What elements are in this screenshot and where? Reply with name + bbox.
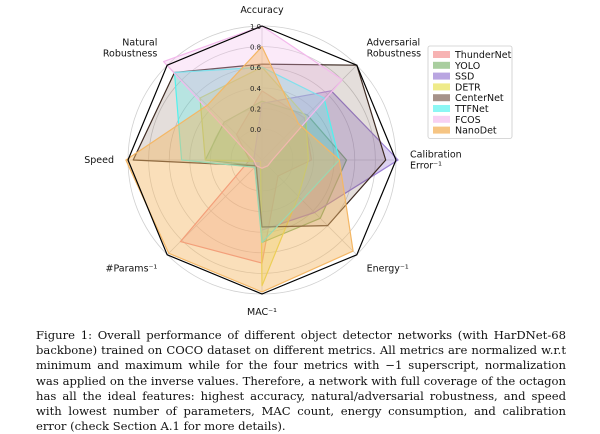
legend-label: SSD [455,72,474,83]
legend-swatch [433,51,450,58]
series-layer [125,25,399,293]
legend-label: DETR [455,82,481,93]
legend-box [427,45,513,139]
figure-caption: Figure 1: Overall performance of differe… [36,328,566,434]
octagon-frame [127,25,397,295]
legend-swatch [433,115,450,123]
legend-swatch [433,105,450,112]
tick-label: 0.0 [250,126,261,134]
legend-swatch [433,94,450,102]
outer-octagon [127,25,397,295]
axis-label: Accuracy [240,5,284,16]
series-centernet [132,63,387,228]
legend-swatch [433,126,450,134]
legend-label: ThunderNet [454,50,512,61]
tick-label: 0.2 [250,105,261,113]
legend: ThunderNetYOLOSSDDETRCenterNetTTFNetFCOS… [427,45,513,139]
legend-swatch [433,72,450,80]
series-ttfnet [173,66,340,244]
grid-spoke [166,64,263,161]
tick-label: 0.6 [250,64,262,72]
legend-label: FCOS [455,115,481,126]
legend-label: CenterNet [455,93,504,104]
radial-tick-labels: 0.0 0.2 0.4 0.6 0.8 1.0 [250,23,262,134]
series-fcos [163,25,343,169]
tick-label: 1.0 [250,23,261,31]
legend-swatch [433,83,450,91]
legend-swatch [433,61,450,69]
axis-label: Speed [84,155,114,166]
series-nanodet [125,45,354,293]
legend-label: TTFNet [454,104,489,115]
tick-label: 0.4 [250,85,262,93]
legend-label: NanoDet [455,126,497,137]
axis-label: #Params⁻¹ [106,264,158,275]
legend-label: YOLO [454,61,480,72]
tick-label: 0.8 [250,44,261,52]
axis-label: Energy⁻¹ [367,264,409,275]
series-ssd [253,90,399,231]
axis-label: MAC⁻¹ [247,307,277,318]
